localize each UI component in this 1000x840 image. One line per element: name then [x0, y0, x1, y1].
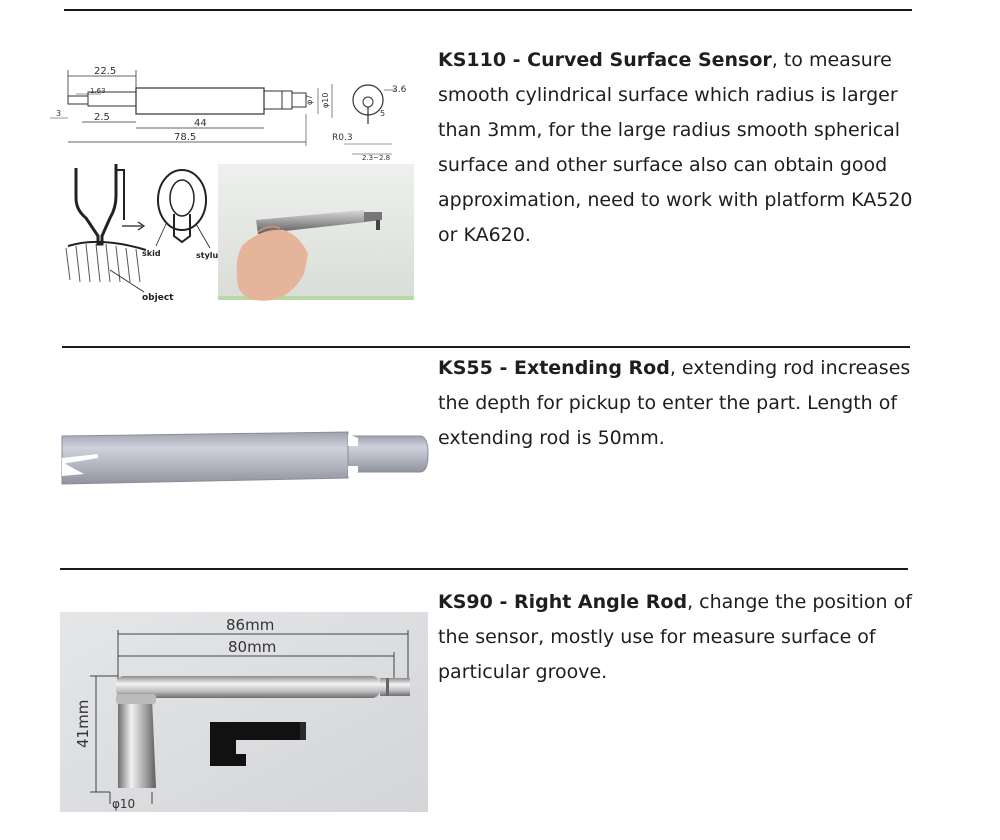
ks90-description: KS90 - Right Angle Rod, change the posit…: [438, 585, 918, 690]
dim-78-5: 78.5: [174, 132, 196, 143]
section-divider-top: [64, 9, 912, 11]
dim-r0-3: R0.3: [332, 133, 353, 143]
ks55-description: KS55 - Extending Rod, extending rod incr…: [438, 351, 918, 456]
dim-2-5: 2.5: [94, 112, 110, 123]
ks110-title: KS110 - Curved Surface Sensor: [438, 49, 772, 71]
label-object: object: [142, 293, 174, 303]
label-stylus: stylus: [196, 251, 223, 260]
ks90-photo: 86mm 80mm 41mm φ10: [60, 612, 428, 812]
dim-80mm: 80mm: [228, 638, 276, 656]
ks110-text: , to measure smooth cylindrical surface …: [438, 49, 913, 246]
dim-phi7: φ7: [305, 95, 314, 105]
ks90-title: KS90 - Right Angle Rod: [438, 591, 688, 613]
dim-41mm: 41mm: [74, 700, 92, 748]
dim-phi10: φ10: [321, 93, 330, 108]
ks110-description: KS110 - Curved Surface Sensor, to measur…: [438, 43, 918, 253]
dim-44: 44: [194, 118, 207, 129]
dim-phi10: φ10: [112, 797, 135, 811]
dim-5: 5: [380, 109, 385, 118]
dim-22-5: 22.5: [94, 66, 116, 77]
ks90-text: , change the position of the sensor, mos…: [438, 591, 912, 683]
ks55-title: KS55 - Extending Rod: [438, 357, 670, 379]
dim-86mm: 86mm: [226, 616, 274, 634]
dim-1-63: 1.63: [90, 87, 106, 95]
section-divider-ks55: [62, 346, 910, 348]
ks110-drawing: 22.5 1.63 2.5 44 78.5 3 φ7 φ10 3.6 5 R0.…: [46, 60, 418, 305]
ks55-rod-image: [58, 424, 430, 490]
section-divider-ks90: [60, 568, 908, 570]
dim-3: 3: [56, 109, 61, 118]
dim-3-6: 3.6: [392, 85, 407, 95]
ks55-text: , extending rod increases the depth for …: [438, 357, 911, 449]
label-skid: skid: [142, 249, 161, 258]
dim-2-3-2-8: 2.3~2.8: [362, 154, 390, 162]
